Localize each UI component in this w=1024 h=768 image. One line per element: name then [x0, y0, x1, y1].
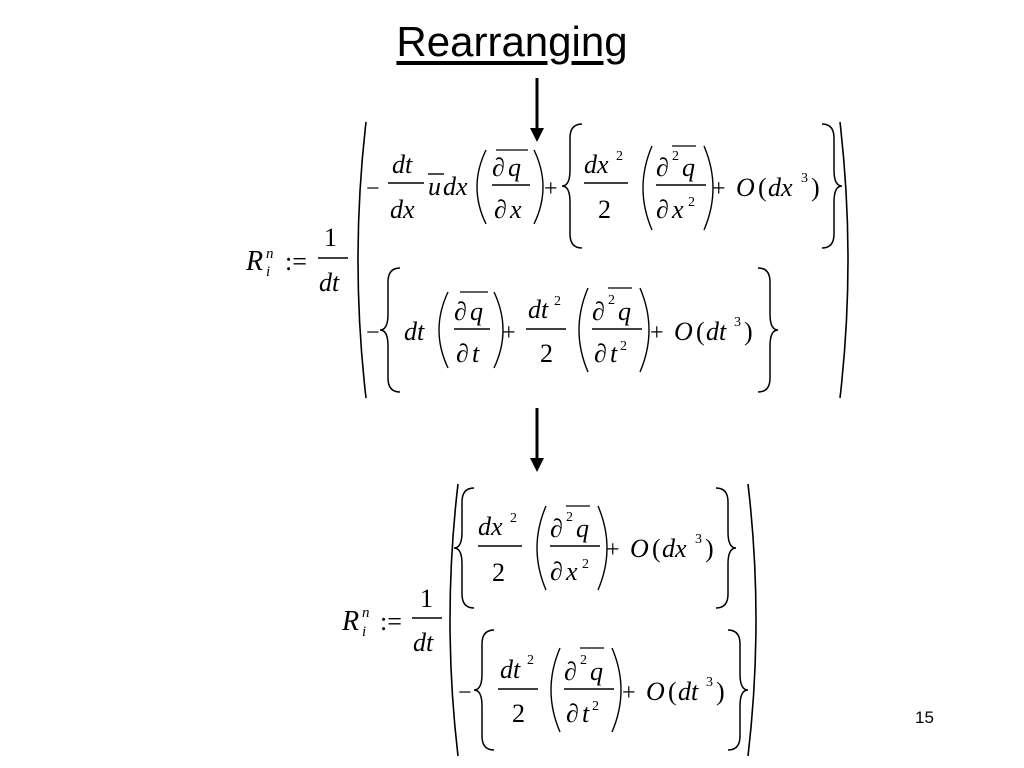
svg-text:3: 3: [706, 675, 713, 690]
svg-text:2: 2: [510, 511, 517, 526]
subscript-i: i: [266, 264, 270, 280]
svg-text:O: O: [674, 317, 693, 346]
svg-text:x: x: [565, 557, 578, 586]
svg-text:dx: dx: [584, 150, 609, 179]
svg-text:2: 2: [598, 195, 611, 224]
svg-text:+: +: [502, 320, 516, 346]
svg-text:q: q: [470, 297, 483, 326]
svg-text:2: 2: [620, 339, 627, 354]
svg-text:O: O: [736, 173, 755, 202]
svg-text:2: 2: [582, 557, 589, 572]
svg-text:dt: dt: [678, 677, 699, 706]
svg-text:n: n: [362, 605, 370, 621]
svg-text:dx: dx: [443, 172, 468, 201]
svg-text:−: −: [458, 680, 472, 706]
svg-text:dx: dx: [662, 534, 687, 563]
assign-operator: :=: [285, 247, 307, 276]
R-symbol: R: [245, 246, 263, 277]
svg-text:+: +: [712, 176, 726, 202]
svg-text:q: q: [508, 153, 521, 182]
svg-text:2: 2: [616, 149, 623, 164]
svg-text:3: 3: [695, 532, 702, 547]
svg-text:t: t: [582, 699, 590, 728]
svg-text:∂: ∂: [564, 657, 577, 686]
svg-text:u: u: [428, 172, 441, 201]
svg-text:O: O: [630, 534, 649, 563]
svg-text:∂: ∂: [550, 514, 563, 543]
svg-text:(: (: [652, 534, 661, 563]
svg-text:): ): [811, 173, 820, 202]
svg-text:2: 2: [592, 699, 599, 714]
svg-text:q: q: [590, 657, 603, 686]
svg-text:∂: ∂: [656, 195, 669, 224]
equation-2: R n i := 1 dt dx 2 2 ∂ 2 q ∂ x 2 + O ( d…: [341, 483, 757, 757]
svg-text:+: +: [622, 680, 636, 706]
svg-text:x: x: [509, 195, 522, 224]
svg-text:∂: ∂: [456, 339, 469, 368]
superscript-n: n: [266, 246, 274, 262]
svg-text:+: +: [544, 176, 558, 202]
svg-text:2: 2: [580, 653, 587, 668]
slide-title: Rearranging: [396, 18, 628, 65]
svg-text:dx: dx: [768, 173, 793, 202]
svg-text:t: t: [472, 339, 480, 368]
svg-text:dt: dt: [706, 317, 727, 346]
svg-text:∂: ∂: [656, 153, 669, 182]
svg-text:dt: dt: [500, 655, 521, 684]
down-arrow-icon: [530, 408, 544, 472]
svg-text:q: q: [682, 153, 695, 182]
svg-text:dt: dt: [413, 628, 434, 657]
svg-text:dt: dt: [528, 295, 549, 324]
svg-text:1: 1: [420, 584, 433, 613]
svg-text:−: −: [366, 176, 380, 202]
svg-text:R: R: [341, 606, 359, 637]
svg-text:q: q: [618, 297, 631, 326]
svg-text:dx: dx: [390, 195, 415, 224]
svg-text:∂: ∂: [454, 297, 467, 326]
svg-text:∂: ∂: [594, 339, 607, 368]
svg-text:3: 3: [734, 315, 741, 330]
left-paren-big: [357, 121, 367, 399]
svg-text:2: 2: [512, 699, 525, 728]
svg-text:): ): [716, 677, 725, 706]
svg-text:−: −: [366, 320, 380, 346]
svg-text:2: 2: [608, 293, 615, 308]
down-arrow-icon: [530, 78, 544, 142]
svg-text:x: x: [671, 195, 684, 224]
svg-text:dt: dt: [392, 150, 413, 179]
svg-text:+: +: [650, 320, 664, 346]
denominator-dt: dt: [319, 268, 340, 297]
svg-text:): ): [705, 534, 714, 563]
svg-text:+: +: [606, 537, 620, 563]
svg-text:2: 2: [688, 195, 695, 210]
svg-text::=: :=: [380, 607, 402, 636]
svg-text:2: 2: [492, 558, 505, 587]
slide-number: 15: [915, 708, 934, 727]
svg-text:∂: ∂: [592, 297, 605, 326]
right-paren-big: [839, 121, 849, 399]
svg-text:dt: dt: [404, 317, 425, 346]
svg-text:2: 2: [672, 149, 679, 164]
numerator-one: 1: [324, 223, 337, 252]
svg-text:(: (: [668, 677, 677, 706]
svg-text:(: (: [696, 317, 705, 346]
svg-text:∂: ∂: [566, 699, 579, 728]
svg-text:q: q: [576, 514, 589, 543]
svg-text:2: 2: [554, 294, 561, 309]
svg-text:2: 2: [527, 653, 534, 668]
svg-text:t: t: [610, 339, 618, 368]
svg-text:∂: ∂: [550, 557, 563, 586]
svg-text:3: 3: [801, 171, 808, 186]
svg-text:(: (: [758, 173, 767, 202]
svg-text:i: i: [362, 624, 366, 640]
svg-text:O: O: [646, 677, 665, 706]
svg-text:dx: dx: [478, 512, 503, 541]
svg-text:): ): [744, 317, 753, 346]
svg-text:∂: ∂: [492, 153, 505, 182]
equation-1: R n i := 1 dt − dt dx u dx ∂ q ∂ x + dx …: [245, 121, 849, 399]
svg-text:∂: ∂: [494, 195, 507, 224]
svg-text:2: 2: [566, 510, 573, 525]
svg-text:2: 2: [540, 339, 553, 368]
